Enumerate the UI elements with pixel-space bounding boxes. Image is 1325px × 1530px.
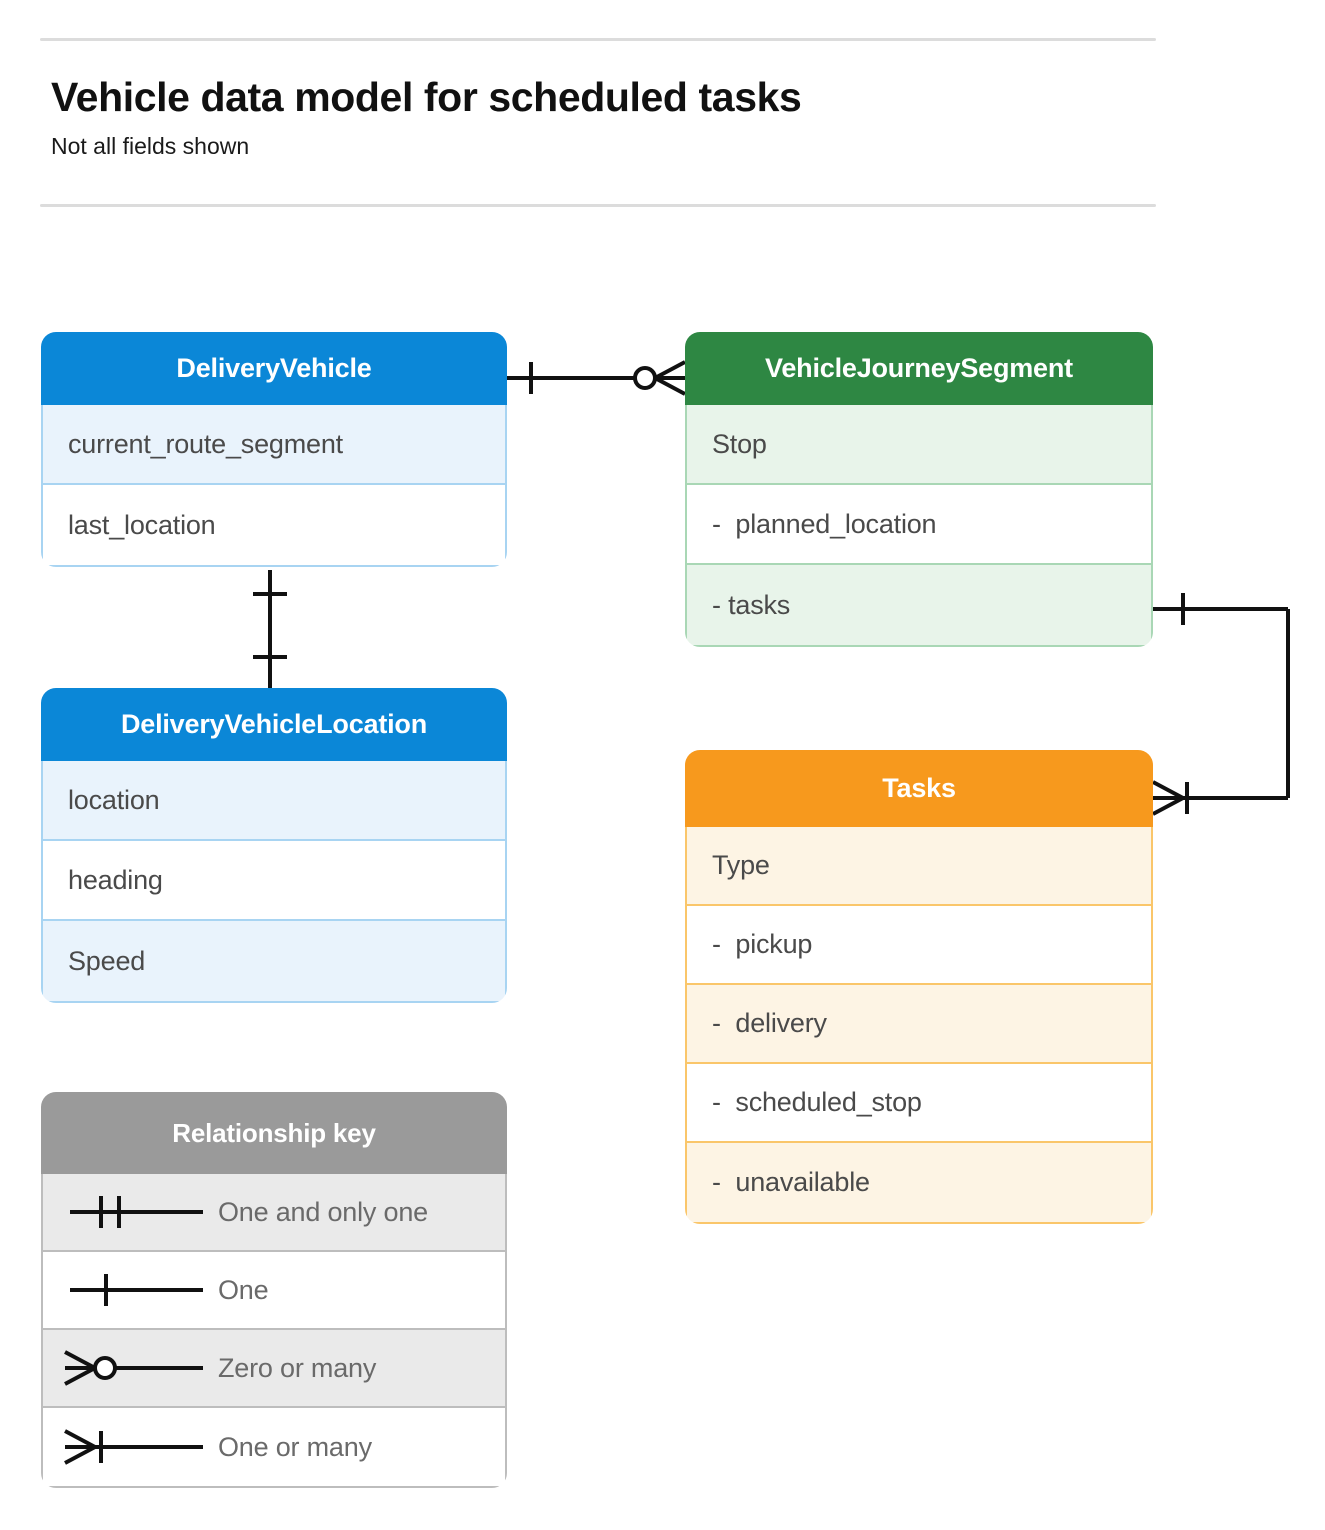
crowsfoot-upper-vjs [654, 360, 686, 380]
one-icon [43, 1252, 218, 1328]
entity-field[interactable]: - unavailable [687, 1143, 1151, 1222]
page-subtitle: Not all fields shown [51, 133, 250, 159]
legend-item-one-and-only-one: One and only one [43, 1174, 505, 1252]
legend-item-one: One [43, 1252, 505, 1330]
zero-circle-vjs [633, 366, 657, 390]
legend-item-label: Zero or many [218, 1352, 377, 1383]
one-and-only-one-icon [43, 1174, 218, 1250]
crowsfoot-lower-tasks [1152, 796, 1184, 816]
page-title: Vehicle data model for scheduled tasks [51, 74, 802, 120]
entity-vehicle-journey-segment[interactable]: VehicleJourneySegment Stop - planned_loc… [685, 332, 1153, 647]
relationship-key-legend: Relationship key One and only one [41, 1092, 507, 1488]
entity-field[interactable]: current_route_segment [43, 405, 505, 485]
entity-delivery-vehicle-location[interactable]: DeliveryVehicleLocation location heading… [41, 688, 507, 1003]
crowsfoot-upper-tasks [1152, 780, 1184, 800]
legend-item-one-or-many: One or many [43, 1408, 505, 1486]
legend-rows: One and only one One [41, 1174, 507, 1488]
legend-item-label: One or many [218, 1431, 372, 1462]
entity-field[interactable]: last_location [43, 485, 505, 565]
entity-header-tasks: Tasks [685, 750, 1153, 827]
entity-field[interactable]: Stop [687, 405, 1151, 485]
entity-field[interactable]: - tasks [687, 565, 1151, 645]
entity-field[interactable]: - planned_location [687, 485, 1151, 565]
entity-field[interactable]: Type [687, 827, 1151, 906]
crowsfoot-lower-vjs [654, 376, 686, 396]
entity-tasks[interactable]: Tasks Type - pickup - delivery - schedul… [685, 750, 1153, 1224]
entity-field[interactable]: location [43, 761, 505, 841]
entity-field[interactable]: - delivery [687, 985, 1151, 1064]
legend-item-label: One [218, 1274, 269, 1305]
entity-rows-delivery-vehicle: current_route_segment last_location [41, 405, 507, 567]
one-or-many-icon [43, 1408, 218, 1486]
entity-field[interactable]: heading [43, 841, 505, 921]
header-divider-top [40, 38, 1156, 41]
legend-title: Relationship key [41, 1092, 507, 1174]
legend-item-label: One and only one [218, 1196, 428, 1227]
zero-or-many-icon [43, 1330, 218, 1406]
entity-header-delivery-vehicle: DeliveryVehicle [41, 332, 507, 405]
entity-rows-tasks: Type - pickup - delivery - scheduled_sto… [685, 827, 1153, 1224]
entity-field[interactable]: - scheduled_stop [687, 1064, 1151, 1143]
entity-field[interactable]: - pickup [687, 906, 1151, 985]
legend-item-zero-or-many: Zero or many [43, 1330, 505, 1408]
entity-header-delivery-vehicle-location: DeliveryVehicleLocation [41, 688, 507, 761]
header-divider-bottom [40, 204, 1156, 207]
entity-field[interactable]: Speed [43, 921, 505, 1001]
entity-rows-vehicle-journey-segment: Stop - planned_location - tasks [685, 405, 1153, 647]
entity-header-vehicle-journey-segment: VehicleJourneySegment [685, 332, 1153, 405]
entity-rows-delivery-vehicle-location: location heading Speed [41, 761, 507, 1003]
entity-delivery-vehicle[interactable]: DeliveryVehicle current_route_segment la… [41, 332, 507, 567]
